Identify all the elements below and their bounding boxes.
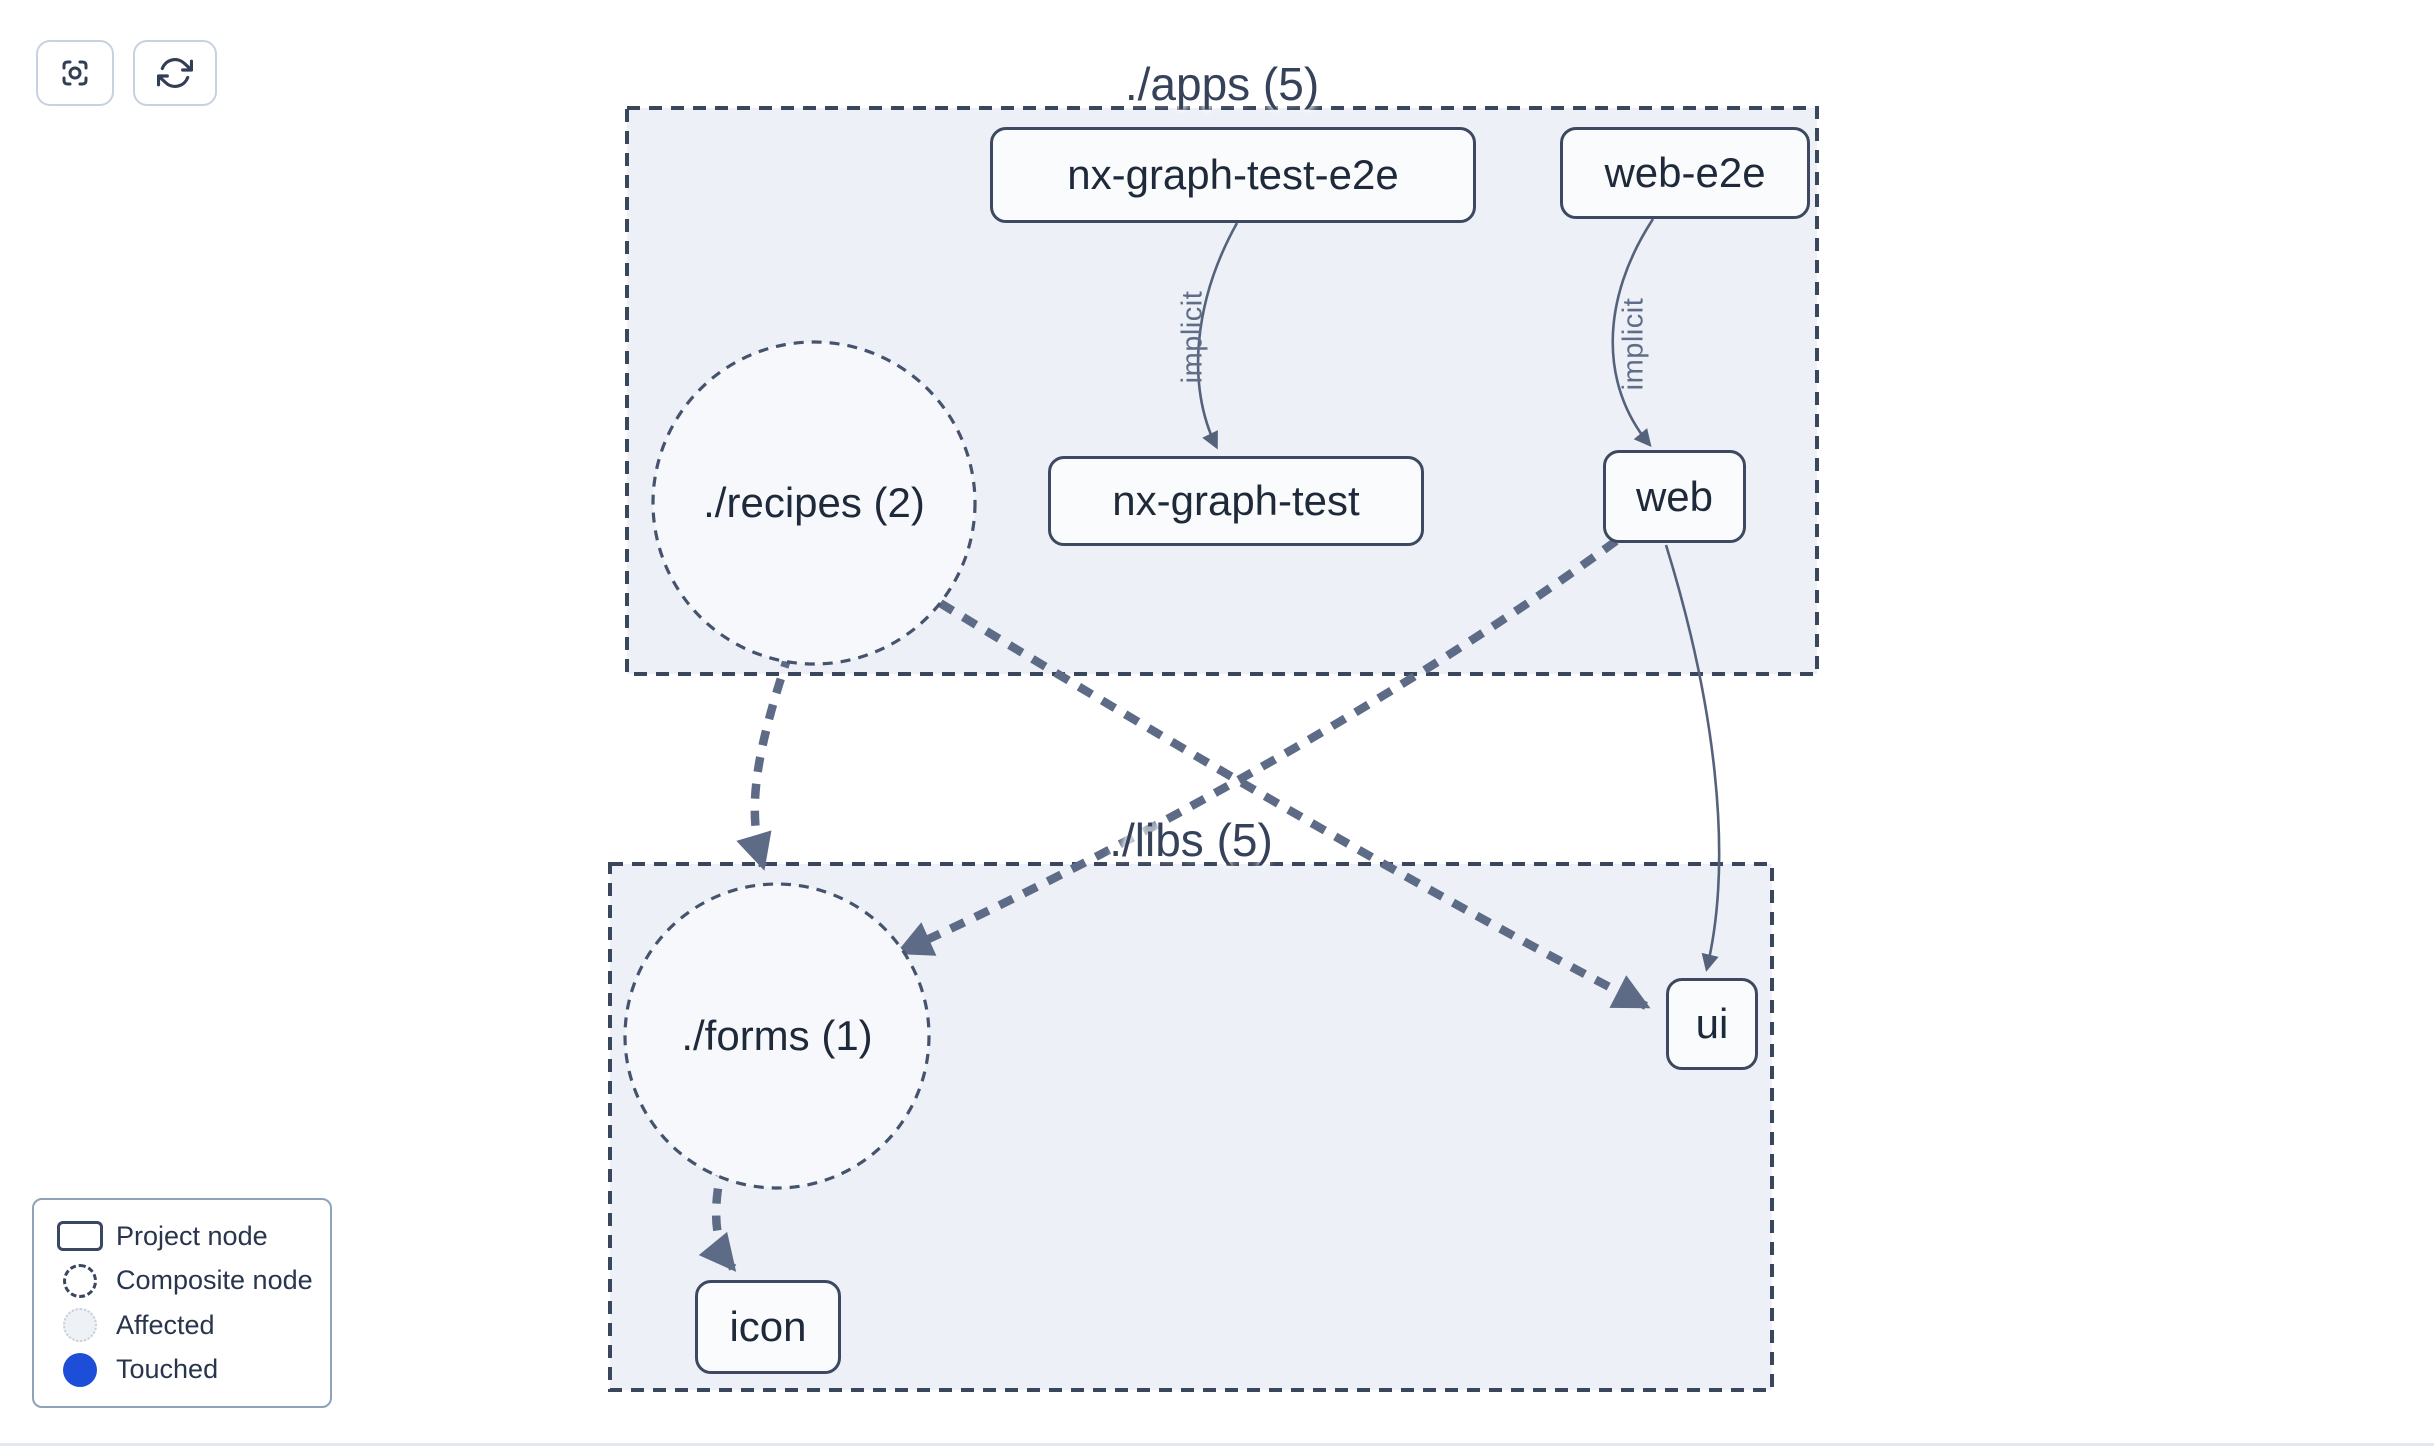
legend-label: Composite node: [116, 1265, 313, 1296]
edge-label-implicit-2: implicit: [1617, 297, 1650, 391]
composite-node-forms[interactable]: [623, 882, 931, 1190]
legend: Project node Composite node Affected Tou…: [32, 1198, 332, 1408]
edge-forms-to-icon: [698, 1161, 737, 1272]
focus-icon: [57, 55, 93, 91]
affected-swatch-icon: [44, 1308, 116, 1343]
project-node-web-e2e[interactable]: web-e2e: [1560, 127, 1810, 219]
touched-swatch-icon: [44, 1352, 116, 1387]
edge-nx-graph-test-e2e-to-nx-graph-test: [1196, 222, 1239, 450]
edge-recipes-to-ui: [937, 599, 1651, 1010]
edge-web-e2e-to-web: [1611, 218, 1655, 448]
legend-row-affected: Affected: [44, 1303, 320, 1347]
edge-recipes-to-forms: [736, 651, 794, 871]
edge-web-to-ui: [1664, 544, 1721, 972]
project-node-nx-graph-test[interactable]: nx-graph-test: [1048, 456, 1424, 546]
group-label-apps: ./apps (5): [1124, 58, 1320, 110]
edge-web-to-forms: [895, 537, 1619, 956]
legend-row-touched: Touched: [44, 1348, 320, 1392]
refresh-button[interactable]: [133, 40, 217, 106]
project-node-swatch-icon: [44, 1221, 116, 1251]
focus-view-button[interactable]: [36, 40, 114, 106]
project-node-icon[interactable]: icon: [695, 1280, 841, 1374]
composite-node-swatch-icon: [44, 1263, 116, 1298]
edge-label-implicit-1: implicit: [1176, 290, 1209, 384]
project-node-web[interactable]: web: [1603, 450, 1746, 543]
legend-label: Project node: [116, 1220, 268, 1251]
group-label-libs: ./libs (5): [1109, 814, 1273, 866]
composite-node-recipes[interactable]: [651, 340, 977, 666]
legend-label: Affected: [116, 1309, 215, 1340]
canvas-bottom-border: [0, 1443, 2434, 1446]
legend-label: Touched: [116, 1354, 219, 1385]
legend-row-project-node: Project node: [44, 1214, 320, 1258]
project-node-nx-graph-test-e2e[interactable]: nx-graph-test-e2e: [990, 127, 1476, 223]
legend-row-composite-node: Composite node: [44, 1259, 320, 1303]
project-node-ui[interactable]: ui: [1666, 978, 1758, 1070]
refresh-icon: [157, 55, 193, 91]
